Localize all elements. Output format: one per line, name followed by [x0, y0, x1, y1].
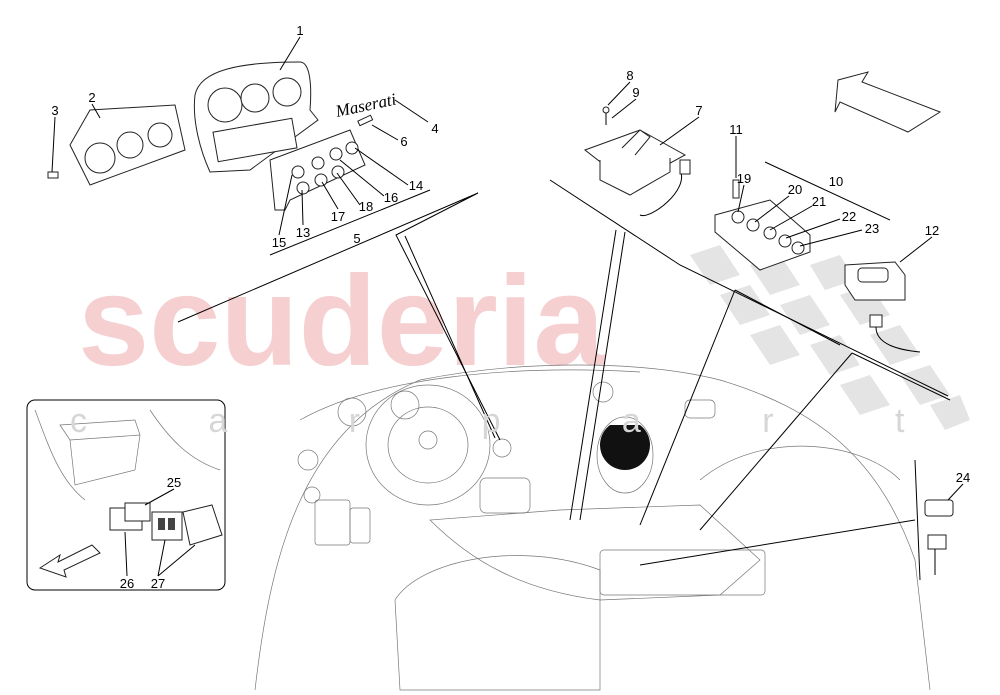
callout-7: 7 [695, 103, 702, 118]
maserati-script-logo: Maserati [333, 90, 398, 122]
part-7-seat-switch [583, 106, 691, 216]
callout-6: 6 [400, 134, 407, 149]
watermark-scuderia: scuderia [78, 250, 605, 393]
callout-26: 26 [120, 576, 134, 591]
car-interior-illustration [254, 364, 931, 691]
callout-27: 27 [151, 576, 165, 591]
part-10-switch-bank [714, 179, 811, 271]
callout-17: 17 [331, 209, 345, 224]
callout-5: 5 [353, 231, 360, 246]
gear-knob-shadow [600, 425, 650, 470]
callout-8: 8 [626, 68, 633, 83]
callout-25: 25 [167, 475, 181, 490]
callout-10: 10 [829, 174, 843, 189]
callout-16: 16 [384, 190, 398, 205]
callout-20: 20 [788, 182, 802, 197]
callout-18: 18 [359, 199, 373, 214]
callout-21: 21 [812, 194, 826, 209]
callout-23: 23 [865, 221, 879, 236]
part-12-window-switch [844, 261, 921, 353]
part-24-switch [924, 499, 954, 575]
inset-detail-box [26, 399, 226, 591]
callout-22: 22 [842, 209, 856, 224]
callout-3: 3 [51, 103, 58, 118]
direction-arrow-icon [834, 71, 942, 133]
callout-12: 12 [925, 223, 939, 238]
watermark-carparts: c a r p a r t s [70, 402, 1000, 440]
callout-2: 2 [88, 90, 95, 105]
callout-4: 4 [431, 121, 438, 136]
callout-15: 15 [272, 235, 286, 250]
callout-labels: 1 2 3 4 5 6 7 8 9 10 11 12 13 14 15 16 1… [51, 23, 970, 591]
callout-24: 24 [956, 470, 970, 485]
callout-13: 13 [296, 225, 310, 240]
callout-14: 14 [409, 178, 423, 193]
checkered-flag-watermark [690, 245, 970, 430]
part-2-climate-control [47, 104, 186, 186]
callout-19: 19 [737, 171, 751, 186]
leader-lines [51, 36, 964, 581]
callout-11: 11 [729, 122, 743, 137]
part-1-dash-bezel [193, 61, 319, 173]
inset-direction-arrow-icon [38, 544, 101, 578]
part-5-switch-panel [269, 114, 374, 211]
callout-9: 9 [632, 85, 639, 100]
callout-1: 1 [296, 23, 303, 38]
